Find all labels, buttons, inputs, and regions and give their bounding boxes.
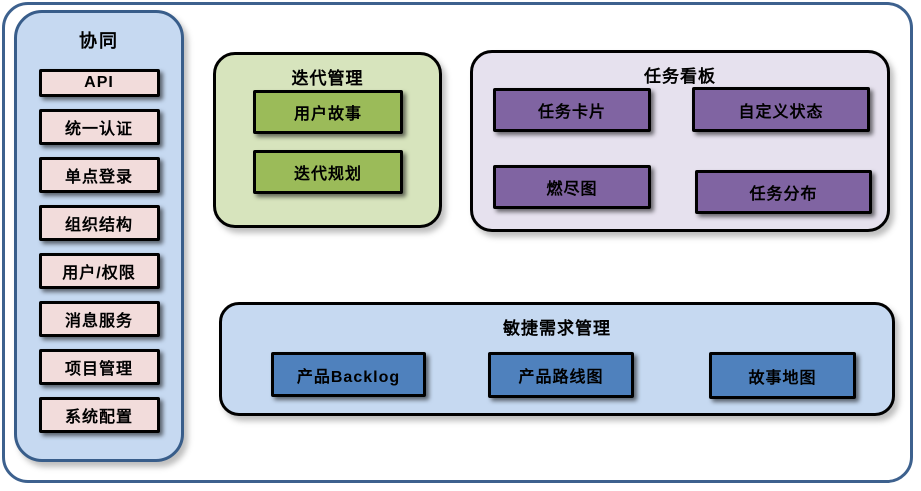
- box-custom-status: 自定义状态: [692, 87, 870, 132]
- sidebar-item-project-management: 项目管理: [38, 349, 160, 385]
- box-product-backlog: 产品Backlog: [271, 352, 426, 397]
- sidebar-item-user-permissions: 用户/权限: [38, 253, 160, 289]
- sidebar-title: 协同: [79, 31, 119, 51]
- section-agile-requirements: 敏捷需求管理 产品Backlog 产品路线图 故事地图: [219, 302, 895, 416]
- sidebar-item-sso: 单点登录: [38, 157, 160, 193]
- sidebar-item-message-service: 消息服务: [38, 301, 160, 337]
- box-burndown-chart: 燃尽图: [493, 165, 651, 209]
- outer-frame: [2, 2, 913, 483]
- box-iteration-planning: 迭代规划: [253, 150, 403, 194]
- sidebar-item-system-config: 系统配置: [38, 397, 160, 433]
- box-task-distribution: 任务分布: [695, 170, 872, 214]
- box-user-story: 用户故事: [253, 90, 403, 134]
- sidebar-collaboration: 协同 API 统一认证 单点登录 组织结构 用户/权限 消息服务 项目管理 系统…: [14, 10, 184, 462]
- section-task-board-title: 任务看板: [644, 67, 716, 86]
- box-task-card: 任务卡片: [493, 88, 651, 132]
- sidebar-item-api: API: [38, 69, 160, 97]
- section-agile-requirements-title: 敏捷需求管理: [503, 319, 611, 338]
- box-story-map: 故事地图: [709, 352, 856, 399]
- section-task-board: 任务看板 任务卡片 自定义状态 燃尽图 任务分布: [470, 50, 890, 232]
- sidebar-item-list: API 统一认证 单点登录 组织结构 用户/权限 消息服务 项目管理 系统配置: [17, 69, 181, 445]
- section-iteration-management: 迭代管理 用户故事 迭代规划: [213, 52, 442, 228]
- box-product-roadmap: 产品路线图: [488, 352, 634, 398]
- sidebar-item-unified-auth: 统一认证: [38, 109, 160, 145]
- section-iteration-title: 迭代管理: [291, 69, 364, 88]
- sidebar-item-org-structure: 组织结构: [38, 205, 160, 241]
